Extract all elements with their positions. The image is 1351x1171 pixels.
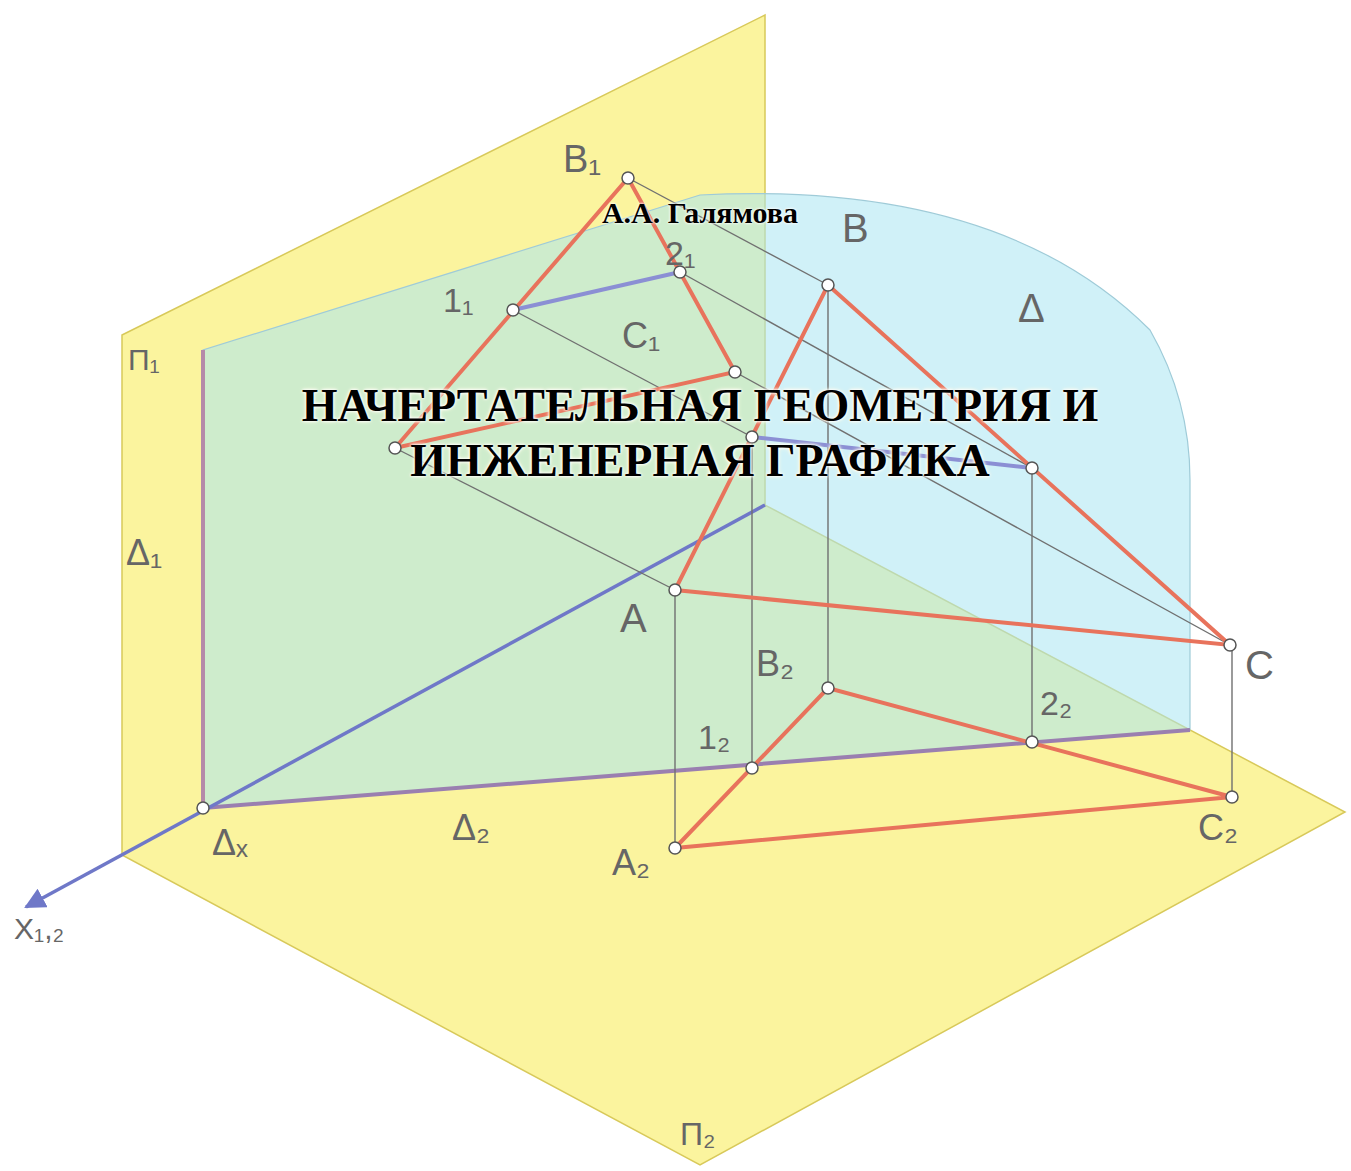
line-12-p1	[513, 272, 680, 310]
axis-label: X₁,₂	[14, 914, 64, 944]
point-label: C₂	[1198, 810, 1238, 846]
projection-lines	[395, 178, 1232, 848]
point-label: B₂	[756, 646, 794, 682]
point-label: B₁	[563, 140, 601, 178]
plane-label: Δ	[1018, 288, 1045, 328]
point-label: A	[620, 598, 647, 638]
x-axis	[26, 505, 765, 907]
triangle-p2	[675, 688, 1232, 848]
point-label: C	[1245, 645, 1274, 685]
plane-delta	[203, 194, 1190, 808]
plane-label: П₂	[680, 1118, 715, 1150]
trace-delta2	[203, 730, 1190, 808]
points	[197, 172, 1238, 854]
point-label: 2₁	[665, 236, 695, 270]
trace-delta1	[201, 350, 205, 808]
point-label: A₂	[612, 845, 650, 881]
point-label: 2₂	[1040, 686, 1072, 720]
point-label: 1₂	[698, 720, 730, 754]
point-label: C₁	[622, 318, 660, 354]
author-name: А.А. Галямова	[602, 198, 798, 228]
point-label: Δₓ	[212, 825, 248, 861]
trace-label: Δ₁	[126, 535, 162, 571]
trace-label: Δ₂	[452, 810, 490, 846]
point-label: B	[842, 208, 869, 248]
plane-label: П₁	[128, 345, 160, 375]
point-label: 1₁	[443, 283, 473, 317]
book-title: НАЧЕРТАТЕЛЬНАЯ ГЕОМЕТРИЯ И ИНЖЕНЕРНАЯ ГР…	[245, 378, 1155, 488]
